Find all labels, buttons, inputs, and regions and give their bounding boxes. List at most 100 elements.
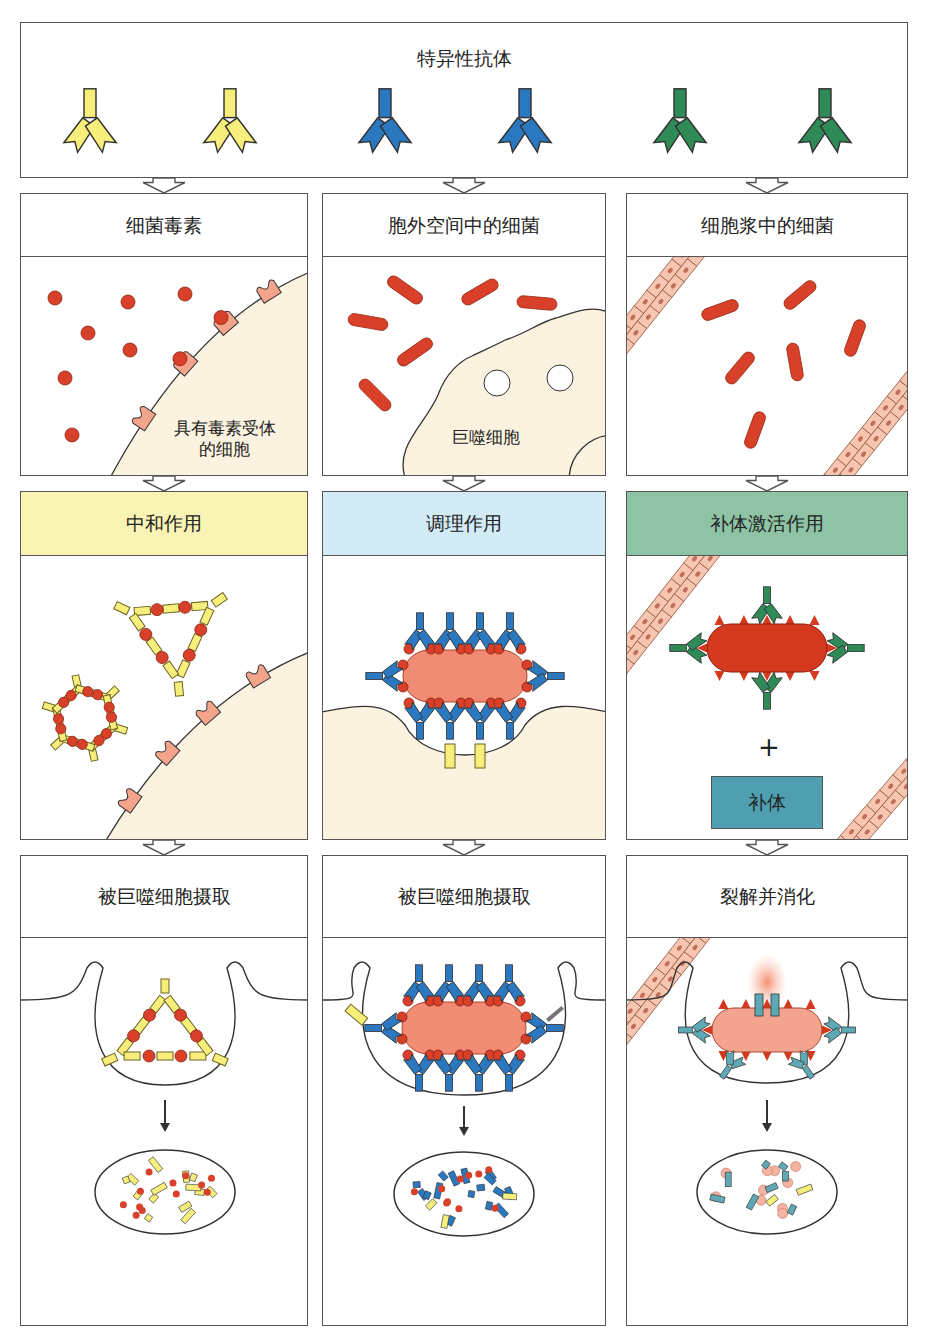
- antibody-arm: [752, 672, 770, 693]
- flow-arrow: [746, 840, 788, 855]
- flow-arrow: [143, 476, 185, 491]
- panel-heading: 胞外空间中的细菌: [323, 194, 605, 257]
- antibody-stem: [447, 613, 454, 630]
- fragment-dot: [455, 1205, 462, 1212]
- toxin: [128, 1030, 140, 1042]
- fragment-dot: [791, 1162, 801, 1172]
- bacterial-spike: [806, 999, 816, 1009]
- antibody-arm: [519, 117, 551, 152]
- panel-heading: 裂解并消化: [627, 856, 907, 938]
- epithelial-nucleus: [898, 404, 905, 411]
- antibody: [465, 613, 496, 650]
- epithelial-nucleus: [651, 976, 658, 983]
- epithelial-cell: [687, 256, 709, 266]
- membrane-attack-pore: [771, 994, 779, 1016]
- fc-receptor: [345, 1004, 368, 1025]
- antibody-fragment: [124, 1052, 140, 1060]
- fc-receptor: [475, 744, 485, 768]
- panel-heading: 被巨噬细胞摄取: [21, 856, 307, 938]
- flow-arrow: [143, 840, 185, 855]
- antibody-fragment: [176, 660, 190, 678]
- antibody: [465, 702, 496, 739]
- flow-arrow: [746, 476, 788, 491]
- fragment-dot: [198, 1182, 205, 1189]
- complement-box: 补体: [711, 776, 823, 829]
- antibody-stem: [674, 89, 686, 118]
- antibody-arm: [827, 645, 848, 663]
- bacterium: [357, 377, 394, 414]
- bacterial-spike: [718, 999, 728, 1009]
- fragment-piece: [151, 1182, 167, 1195]
- epithelial-nucleus: [664, 960, 671, 967]
- fragment-piece: [122, 1176, 130, 1184]
- fragment-piece: [441, 1215, 449, 1229]
- fragment-piece: [438, 1171, 448, 1181]
- epithelial-nucleus: [882, 404, 889, 411]
- toxin: [48, 291, 62, 305]
- antibody: [464, 965, 495, 1002]
- antibody-arm: [434, 1054, 452, 1075]
- bacterium: [786, 342, 804, 382]
- antibody: [752, 672, 783, 709]
- epithelial-cell-body: [687, 256, 709, 266]
- antibody-stem: [365, 1025, 382, 1032]
- antibody-arm: [764, 603, 782, 624]
- antibody-fragment: [163, 661, 179, 679]
- antibody: [366, 661, 403, 692]
- toxin-receptor: [154, 740, 180, 766]
- antibody: [494, 1054, 525, 1091]
- fragment-piece: [766, 1195, 779, 1207]
- epithelial-nucleus: [642, 298, 649, 305]
- antibody-fragment: [129, 613, 145, 631]
- bacterium: [385, 274, 425, 307]
- antibody-arm: [379, 117, 411, 152]
- cell-body: [105, 652, 308, 840]
- antibody-arm: [819, 117, 851, 152]
- lysosome: [394, 1152, 534, 1236]
- epithelial-nucleus: [666, 587, 673, 594]
- panel-heading: 细胞浆中的细菌: [627, 194, 907, 257]
- antibody: [499, 89, 551, 153]
- antibody: [678, 1017, 710, 1043]
- fragment-dot: [485, 1166, 492, 1173]
- illustration-label: 巨噬细胞: [452, 427, 520, 448]
- antibody: [404, 1054, 435, 1091]
- antibody-stem: [678, 1027, 692, 1033]
- panel-box: 中和作用: [20, 491, 308, 840]
- fragment-piece: [425, 1199, 437, 1211]
- epithelial-cell-body: [900, 365, 908, 388]
- bacterium: [460, 277, 501, 307]
- antibody-arm: [416, 981, 434, 1002]
- macrophage-membrane: [20, 962, 308, 1085]
- fragment-piece: [477, 1184, 485, 1191]
- toxin-receptor: [212, 310, 238, 336]
- antibody: [670, 633, 707, 664]
- antibody-arm: [464, 1054, 482, 1075]
- step-arrow-shaft: [463, 1106, 465, 1128]
- antibody-stem: [802, 1065, 814, 1079]
- antibody: [359, 89, 411, 153]
- toxin: [140, 628, 152, 640]
- antibody-arm: [84, 117, 116, 152]
- toxin-receptor: [131, 405, 156, 431]
- toxin: [156, 652, 168, 664]
- panel-heading: 补体激活作用: [627, 492, 907, 556]
- toxin: [179, 601, 191, 613]
- antibody-stem: [416, 965, 423, 982]
- vacuole: [547, 365, 573, 391]
- antibody-fragment: [212, 1053, 228, 1066]
- antibody: [435, 702, 466, 739]
- toxin: [143, 1009, 155, 1021]
- fragment-dot: [136, 1203, 143, 1210]
- epithelial-nucleus: [654, 283, 661, 290]
- bacterium: [347, 313, 388, 332]
- fragment-piece: [796, 1184, 813, 1195]
- antibody-arm: [506, 981, 524, 1002]
- antibody-stem: [519, 89, 531, 118]
- toxin: [190, 1030, 202, 1042]
- lysosome: [697, 1150, 837, 1234]
- fragment-dot: [438, 1185, 445, 1192]
- panel-illustration: [322, 613, 606, 840]
- toxin-receptor: [256, 279, 282, 304]
